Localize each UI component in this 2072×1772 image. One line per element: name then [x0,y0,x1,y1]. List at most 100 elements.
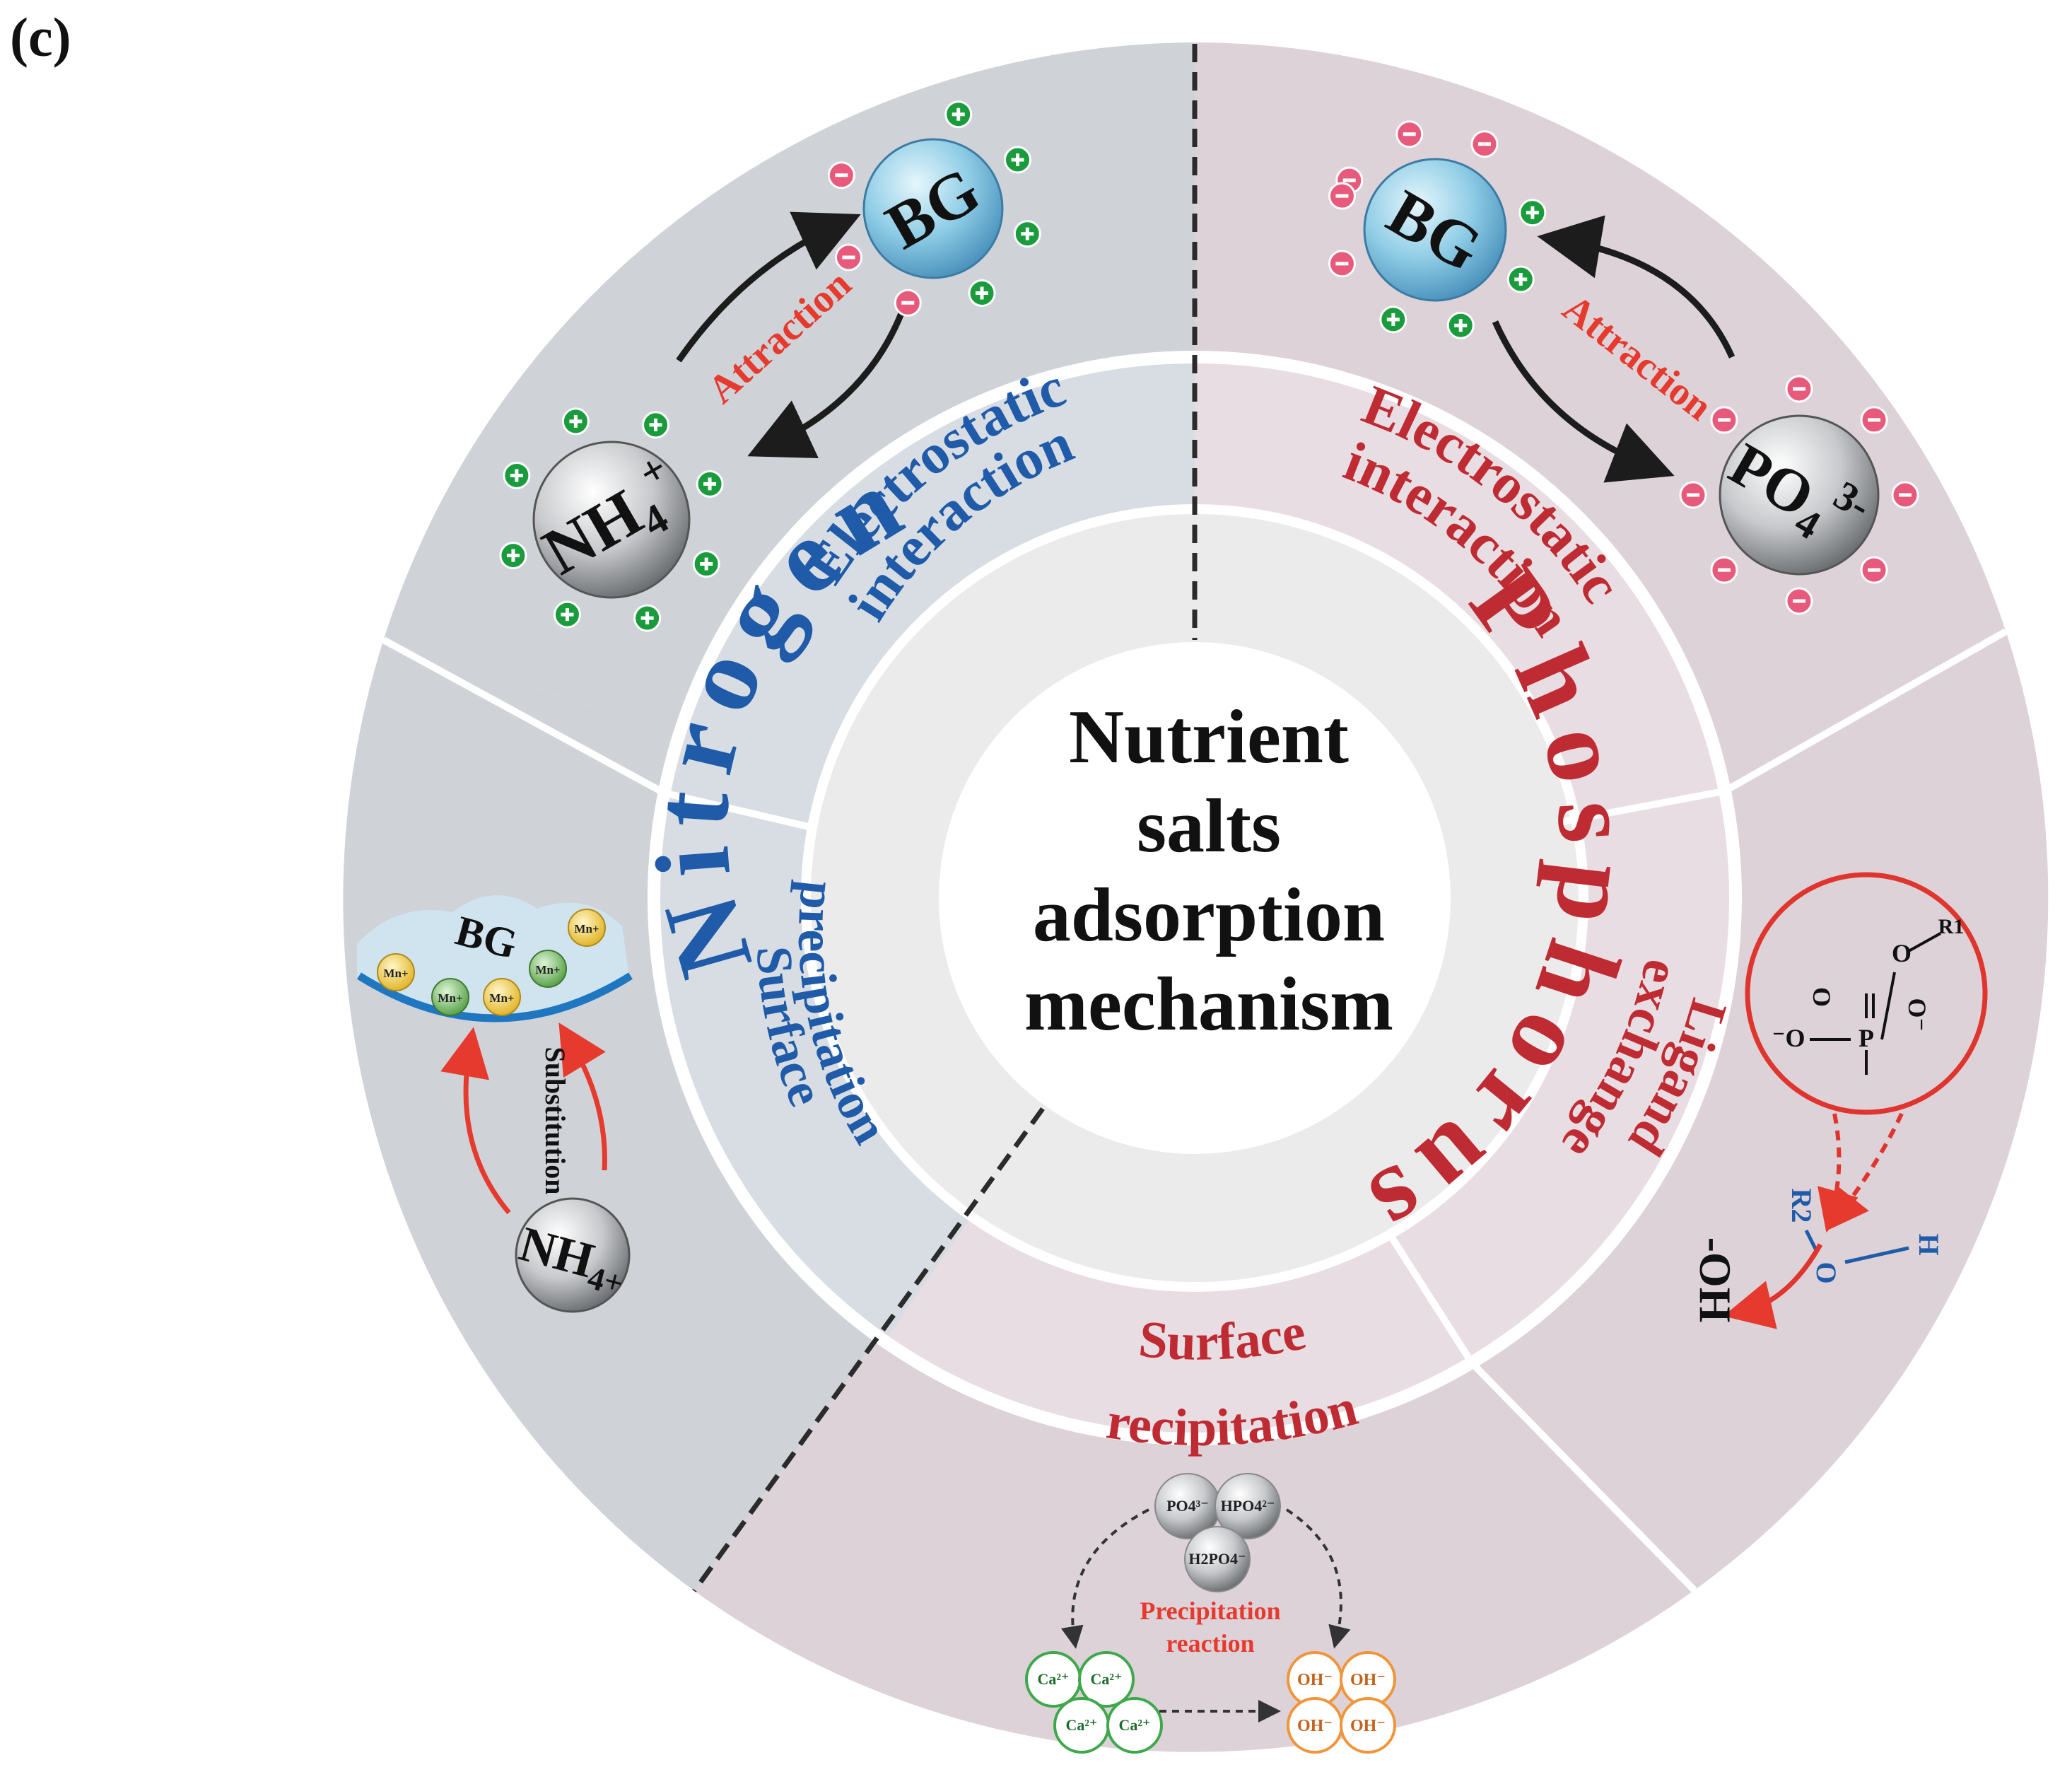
hydroxide-ions: OH⁻ OH⁻ OH⁻ OH⁻ [1287,1651,1396,1754]
dashed-arrow-right [1826,1112,1904,1231]
nh4-particle-small [515,1197,631,1313]
p-surface-illustration: PO4³⁻ HPO4²⁻ H2PO4⁻ Precipitation reacti… [1025,1473,1396,1754]
metal-ion-2 [431,978,469,1016]
arrow-nh4-to-bg [676,211,861,363]
title-line-4: mechanism [1024,962,1393,1047]
po4-particle [1719,414,1880,576]
phosphate-ester-circle [1745,872,1988,1115]
center-disc [939,642,1451,1154]
metal-ion-3 [483,978,521,1016]
title-line-2: salts [1136,784,1282,868]
n-electrostatic-illustration: BG NH4+ Attraction [499,100,1041,632]
atom-o-bottom: O⁻ [1903,998,1931,1031]
n-surface-illustration: BG Mn+ Mn+ Mn+ Mn+ Mn+ Substitution NH4+ [357,895,633,1313]
plus-charge-nh4-5 [633,604,662,632]
divider-bottom-dashed [692,1107,1045,1593]
minus-charge-bg-p-3 [1470,130,1499,158]
plus-charge-nh4-4 [692,550,720,578]
minus-charge-bg-p-5 [1328,182,1356,210]
nh4-particle [532,441,691,599]
calcium-2: Ca²⁺ [1090,1670,1122,1688]
p-electrostatic-illustration: BG PO43- Attraction [1328,120,1919,615]
plus-charge-bg-3 [1013,220,1041,248]
minus-charge-bg-3 [894,288,922,317]
plus-charge-nh4-6 [553,600,581,629]
minus-charge-po4-1 [1710,406,1738,434]
p-ligand-illustration: O P ⁻O O⁻ O R1 R2 O H [1690,872,1988,1329]
phosphate-bonds [1810,932,1941,1075]
title-line-1: Nutrient [1069,695,1349,779]
minus-charge-bg-p-4 [1328,250,1356,278]
plus-charge-bg-p-3 [1446,311,1475,339]
calcium-4: Ca²⁺ [1118,1716,1150,1734]
minus-charge-po4-2 [1785,375,1813,403]
reaction-arrows [1060,1508,1351,1723]
arrow-bg-to-nh4 [747,292,912,458]
plus-charge-nh4-8 [503,461,531,489]
atom-r2: R2 [1786,1189,1818,1223]
bg-particle-blue [862,138,1004,279]
bg-bowl-rim [357,972,633,1022]
metal-ion-label-2: Mn+ [438,991,462,1005]
surface-hydroxyl: R2 O H [1786,1189,1945,1284]
metal-ion-label-1: Mn+ [383,967,408,980]
hydroxide-2: OH⁻ [1350,1671,1386,1689]
substitution-arrow-left [440,1027,511,1215]
atom-o-top: O [1808,987,1836,1007]
hydroxide-4: OH⁻ [1350,1717,1386,1735]
hydroxide-3: OH⁻ [1297,1717,1333,1735]
arrow-bg-to-po4 [1492,320,1675,483]
hydroxide-1: OH⁻ [1297,1671,1333,1689]
phosphate-species: PO4³⁻ HPO4²⁻ H2PO4⁻ [1154,1473,1281,1592]
species-hpo4: HPO4²⁻ [1221,1497,1275,1515]
minus-charge-po4-7 [1710,556,1738,584]
hydroxyl-leaving-label: -OH [1690,1237,1740,1323]
center-title: Nutrient salts adsorption mechanism [940,693,1477,1049]
plus-charge-bg-2 [1004,146,1032,174]
minus-charge-bg-p-2 [1395,120,1424,148]
atom-p: P [1859,1024,1874,1052]
substitution-arrow-right [558,1022,607,1171]
species-po4: PO4³⁻ [1166,1497,1209,1515]
calcium-1: Ca²⁺ [1037,1670,1069,1688]
sector-dividers [382,628,2008,1593]
title-line-3: adsorption [1032,873,1386,957]
metal-ion-5 [568,909,606,947]
atom-r1: R1 [1938,915,1965,938]
bg-bowl [357,895,629,1018]
panel-label: (c) [10,6,71,68]
minus-charge-po4-6 [1785,587,1813,615]
metal-ion-label-5: Mn+ [574,922,599,935]
metal-ion-label-4: Mn+ [535,963,560,977]
species-h2po4: H2PO4⁻ [1188,1550,1246,1568]
metal-ion-1 [377,953,415,991]
plus-charge-nh4-1 [561,407,590,436]
plus-charge-bg-1 [944,100,973,129]
hydroxyl-leaving-arrow [1723,1243,1823,1329]
phosphate-ester-structure: O P ⁻O O⁻ O R1 [1772,915,1964,1052]
bg-particle-blue-p [1363,158,1507,302]
metal-ion-label-3: Mn+ [489,991,514,1005]
atom-h: H [1913,1233,1945,1255]
plus-charge-bg-p-1 [1518,199,1547,227]
minus-charge-po4-4 [1891,481,1919,509]
arrow-po4-to-bg [1537,215,1736,359]
plus-charge-bg-p-2 [1506,265,1535,293]
calcium-ions: Ca²⁺ Ca²⁺ Ca²⁺ Ca²⁺ [1025,1651,1163,1754]
minus-charge-po4-5 [1860,556,1888,584]
precipitation-label-2: reaction [1166,1629,1254,1657]
plus-charge-bg-4 [968,279,996,308]
atom-o-left: ⁻O [1772,1024,1805,1052]
minus-charge-bg-1 [827,161,855,190]
plus-charge-nh4-3 [696,470,724,498]
plus-charge-nh4-2 [642,411,670,439]
atom-o-right: O [1892,939,1912,967]
minus-charge-bg-2 [834,243,862,272]
precipitation-label-1: Precipitation [1140,1597,1280,1625]
minus-charge-po4-3 [1860,406,1888,434]
minus-charge-po4-8 [1679,481,1707,509]
label-p-surface: Surface [1136,1302,1310,1372]
atom-o-surface: O [1810,1261,1842,1283]
